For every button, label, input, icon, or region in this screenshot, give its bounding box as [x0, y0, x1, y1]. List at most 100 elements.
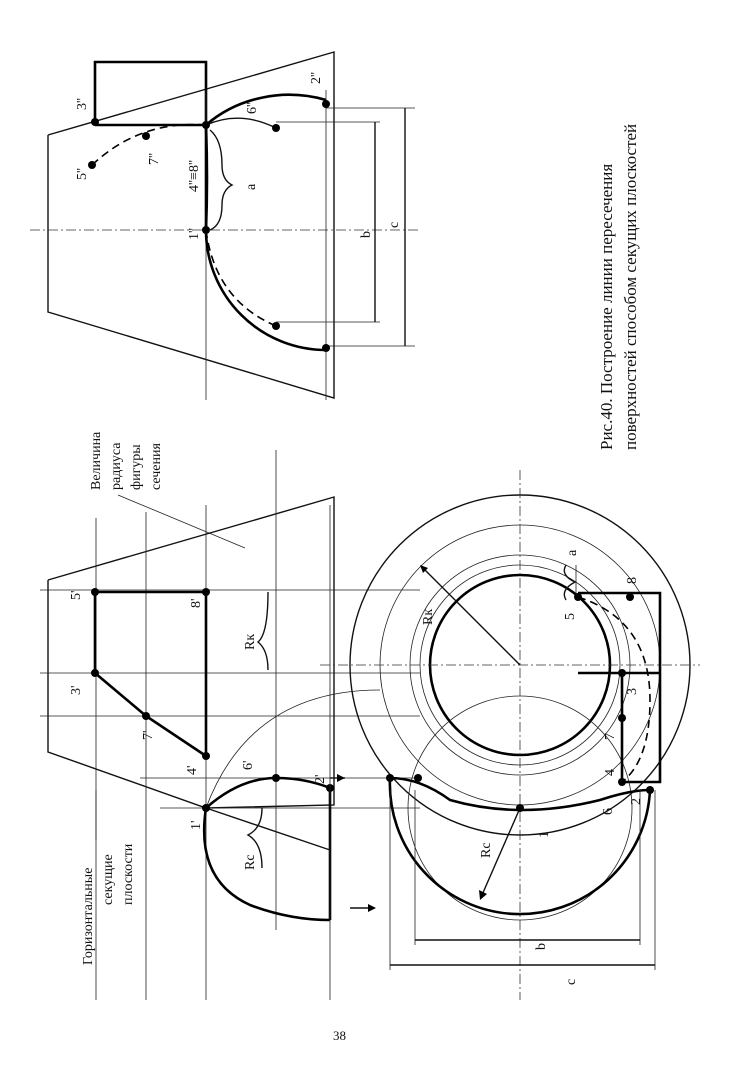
top-label-6: 6 [601, 808, 616, 815]
top-label-c: c [564, 979, 579, 985]
planes-note-line-2: секущие [101, 854, 116, 905]
front-label-3: 3' [69, 685, 84, 695]
front-label-rk: Rк [243, 634, 258, 650]
front-point-6 [272, 774, 280, 782]
side-intersection-dash [91, 123, 207, 166]
top-point-4 [618, 778, 626, 786]
front-point-7 [142, 712, 150, 720]
top-label-rc: Rс [479, 842, 494, 858]
side-view: 3'' 5'' 7'' 4''≡8'' 1'' 6'' 2'' a b c [30, 51, 420, 400]
front-point-4 [202, 752, 210, 760]
side-curve-main [204, 124, 209, 231]
front-label-5: 5' [69, 590, 84, 600]
top-point-5 [574, 593, 582, 601]
front-label-rc: Rс [243, 854, 258, 870]
planes-note-line-1: Горизонтальные [81, 868, 96, 965]
side-label-7: 7'' [147, 153, 162, 165]
top-a-brace [563, 564, 577, 601]
front-cone-outline [47, 496, 335, 809]
side-point-2-lower [322, 344, 330, 352]
top-label-7: 7 [603, 733, 618, 740]
front-point-8 [202, 588, 210, 596]
top-rc-arrowhead [479, 890, 487, 900]
front-label-7: 7' [141, 730, 156, 740]
side-point-3 [91, 118, 99, 126]
caption-line-2: поверхностей способом секущих плоскостей [621, 124, 640, 450]
side-label-c: c [387, 222, 402, 228]
side-sphere-lower [204, 229, 327, 352]
front-point-3 [91, 669, 99, 677]
top-point-3 [618, 669, 626, 677]
side-intersection-dash-lower [205, 229, 277, 327]
top-point-6 [414, 774, 422, 782]
top-rk-line [424, 569, 521, 666]
top-rk-arrowhead [420, 565, 428, 573]
planes-note: Горизонтальные секущие плоскости [81, 843, 136, 965]
side-point-7 [142, 132, 150, 140]
front-rc-brace [246, 807, 263, 869]
radius-note-line-4: сечения [149, 443, 164, 490]
side-label-4-8: 4''≡8'' [187, 160, 202, 192]
front-point-5 [91, 588, 99, 596]
top-prism [578, 591, 662, 784]
side-label-b: b [359, 231, 374, 238]
side-label-a: a [244, 183, 259, 190]
top-point-1 [516, 804, 524, 812]
front-rk-brace [256, 591, 269, 671]
top-label-rk: Rк [421, 609, 436, 625]
top-label-1: 1 [537, 831, 552, 838]
caption-line-1: Рис.40. Построение линии пересечения [597, 164, 616, 450]
top-point-2 [386, 774, 394, 782]
front-thin-arc [205, 689, 381, 809]
front-label-2: 2' [313, 774, 328, 784]
front-sphere-bottom [202, 807, 331, 922]
radius-note-line-1: Величина [89, 431, 104, 490]
top-label-a: a [565, 549, 580, 556]
front-arrowhead-1 [337, 774, 345, 782]
side-label-3: 3'' [75, 98, 90, 110]
top-label-b: b [534, 943, 549, 950]
front-label-6: 6' [241, 760, 256, 770]
front-label-4: 4' [185, 765, 200, 775]
top-label-2: 2 [629, 798, 644, 805]
side-label-2: 2'' [309, 72, 324, 84]
top-point-8 [626, 593, 634, 601]
top-rc-line [481, 807, 521, 896]
side-point-2-upper [322, 100, 330, 108]
side-point-4-8 [202, 121, 210, 129]
radius-note-leader [117, 494, 246, 549]
radius-note-line-3: фигуры [129, 444, 144, 490]
side-label-6: 6'' [245, 102, 260, 114]
front-label-1: 1' [189, 820, 204, 830]
front-sphere-top [205, 776, 331, 809]
side-curve-upper [205, 117, 277, 129]
radius-note: Величина радиуса фигуры сечения [89, 431, 164, 490]
top-label-4: 4 [603, 769, 618, 776]
page-number: 38 [333, 1028, 346, 1043]
side-point-1 [202, 226, 210, 234]
front-point-1 [202, 804, 210, 812]
side-label-1: 1'' [187, 228, 202, 240]
planes-note-line-3: плоскости [121, 843, 136, 905]
side-point-6-upper [272, 124, 280, 132]
front-view: 5' 3' 7' 4' 8' 1' 6' 2' Rк Rс [40, 450, 420, 1000]
top-dash-curve [577, 596, 651, 783]
top-label-8: 8 [625, 577, 640, 584]
side-label-5: 5'' [75, 168, 90, 180]
front-rc-line [205, 807, 331, 851]
side-brace-a [209, 129, 234, 231]
side-point-5 [88, 161, 96, 169]
top-point-7 [618, 714, 626, 722]
radius-note-line-2: радиуса [109, 442, 124, 490]
top-sphere-outline [388, 777, 652, 916]
front-label-8: 8' [189, 598, 204, 608]
side-cone-outline [47, 51, 335, 399]
side-point-6-lower [272, 322, 280, 330]
top-label-5: 5 [563, 613, 578, 620]
caption: Рис.40. Построение линии пересечения пов… [597, 124, 640, 450]
top-point-2b [646, 786, 654, 794]
top-label-3: 3 [625, 688, 640, 695]
front-arrowhead-2 [368, 904, 376, 912]
side-sphere-upper [205, 93, 327, 126]
